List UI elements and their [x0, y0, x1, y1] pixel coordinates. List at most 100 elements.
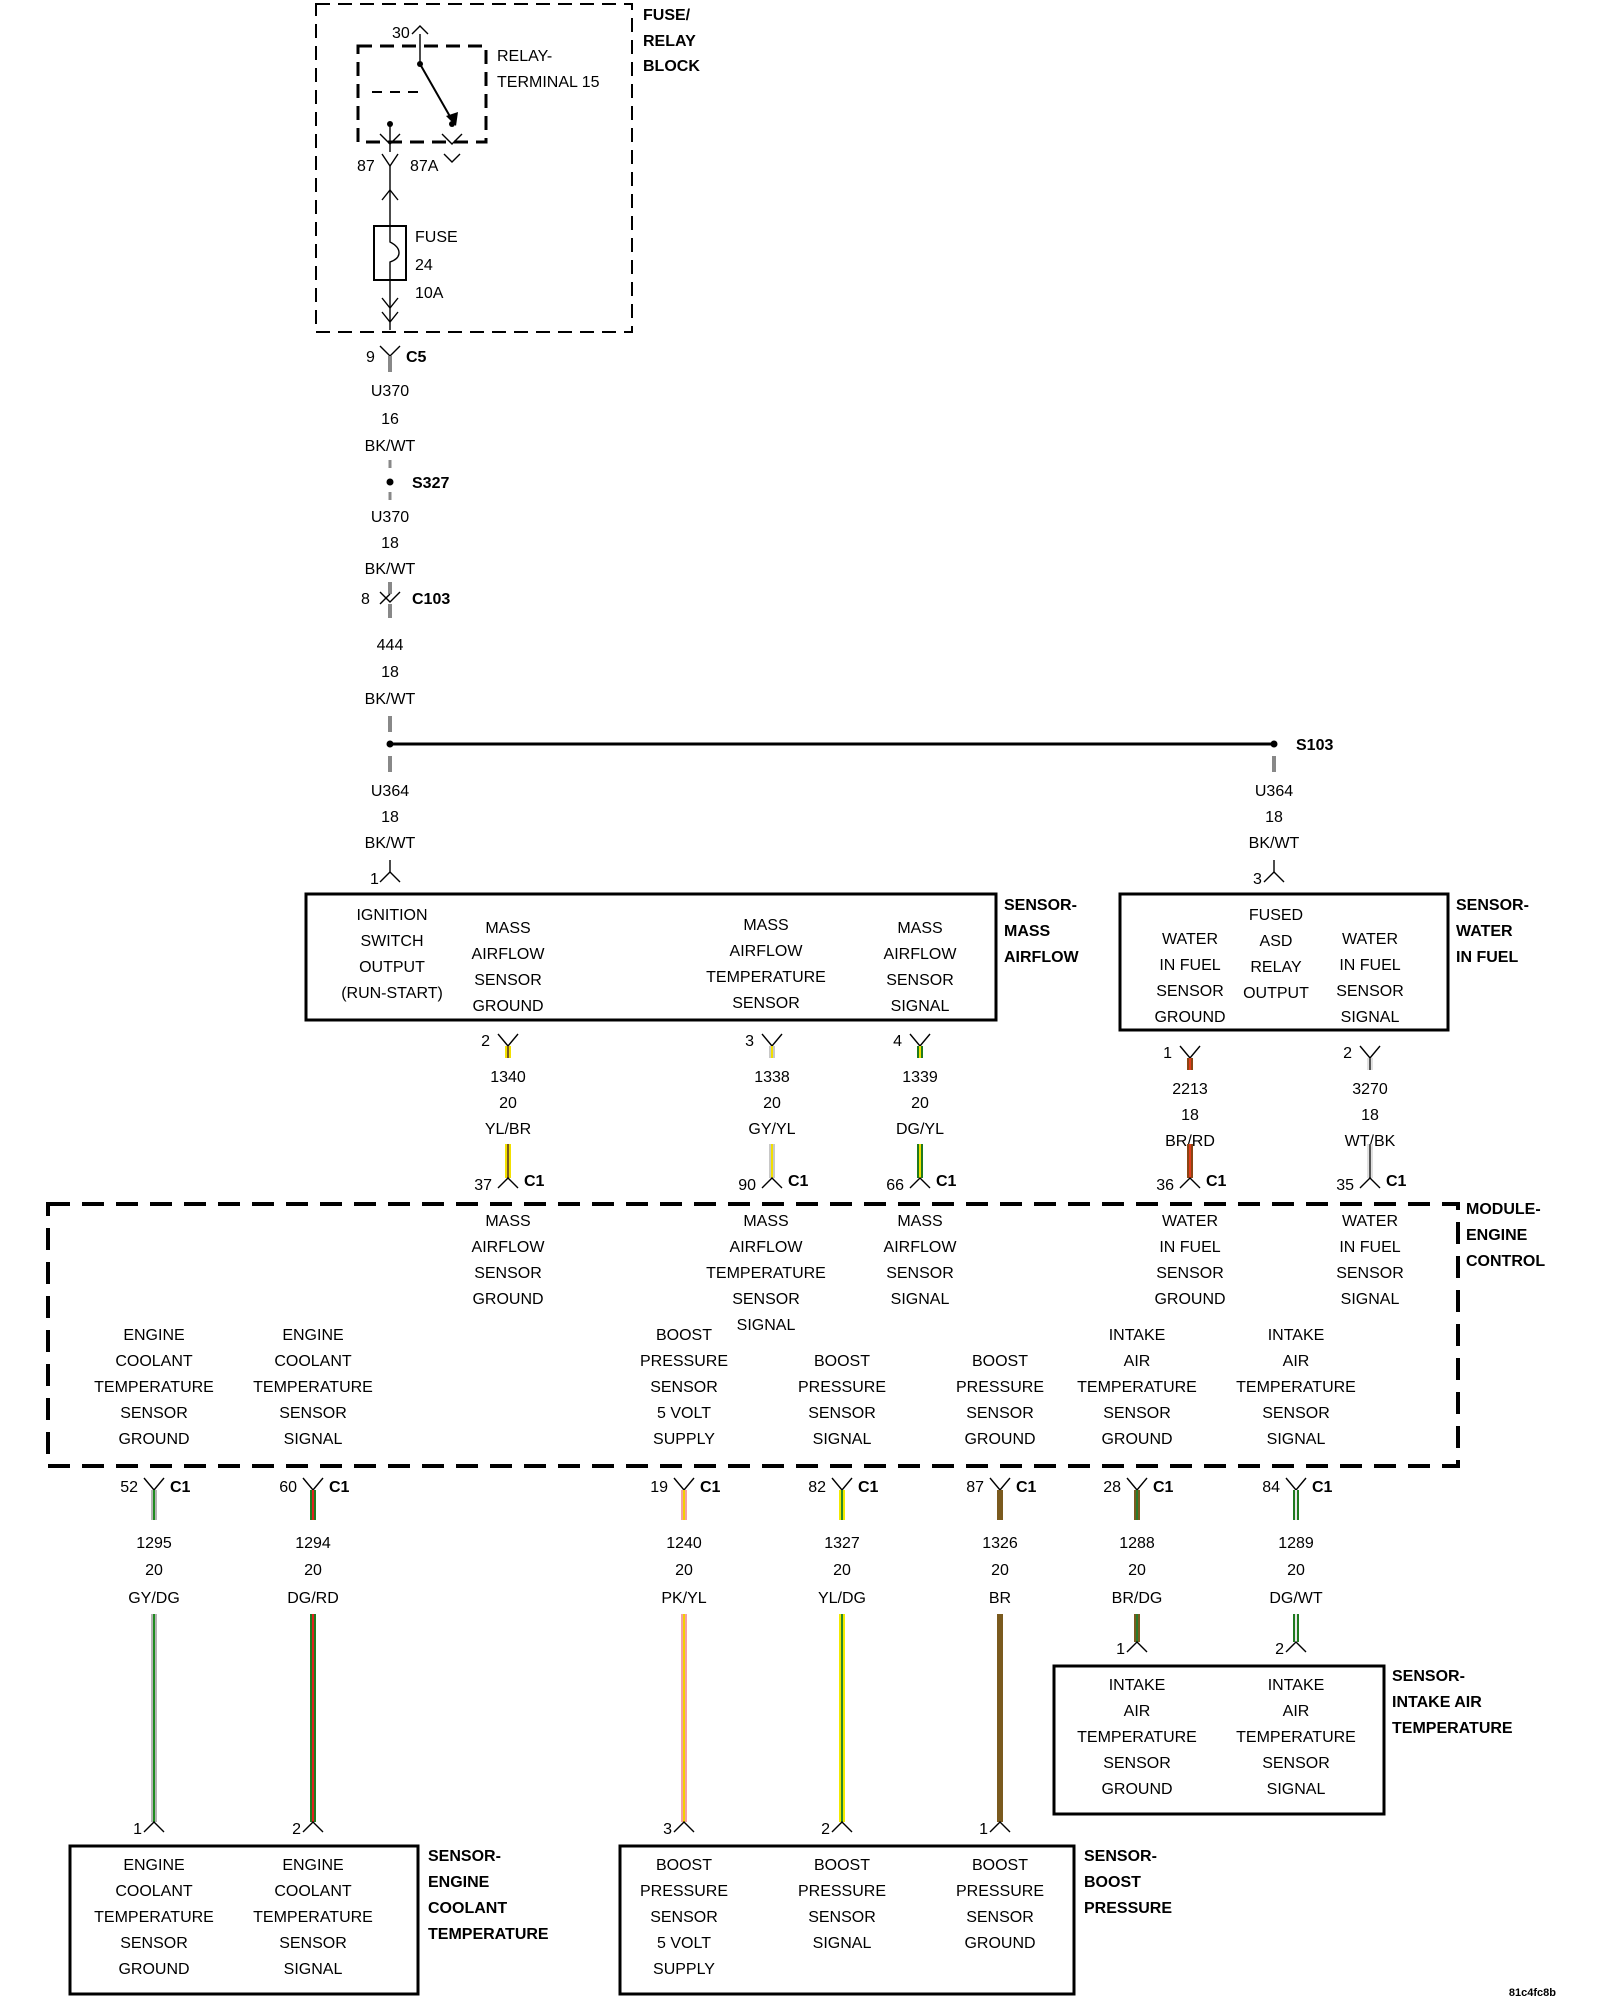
upper-wire-3-sensor-pin: 4 — [893, 1033, 902, 1050]
wire-u364-left-gauge: 18 — [381, 809, 399, 826]
upper-wire-1-ecm-pin: 37 — [474, 1177, 492, 1194]
sensor-maf-title-line-3: AIRFLOW — [1004, 949, 1080, 966]
wif-label-2-line-2: ASD — [1260, 933, 1293, 950]
wire-u370-b-gauge: 18 — [381, 535, 399, 552]
relay-label-2: TERMINAL 15 — [497, 74, 600, 91]
relay-label-1: RELAY- — [497, 48, 552, 65]
sensor-iat-box — [1052, 1664, 1386, 1816]
upper-wire-4-color: BR/RD — [1165, 1133, 1215, 1150]
maf-label-1-line-1: IGNITION — [356, 907, 427, 924]
maf-label-2-line-1: MASS — [485, 920, 530, 937]
ecm-lower-label-4-line-3: SENSOR — [808, 1405, 876, 1422]
ecm-lower-label-2-line-2: COOLANT — [274, 1353, 352, 1370]
ect-label-2-line-2: COOLANT — [274, 1883, 352, 1900]
ecm-lower-label-5-line-3: SENSOR — [966, 1405, 1034, 1422]
lower-wire-7-ecm-pin: 84 — [1262, 1479, 1280, 1496]
ect-label-1-line-1: ENGINE — [123, 1857, 184, 1874]
boost-label-1-line-1: BOOST — [656, 1857, 712, 1874]
lower-wire-3-circuit: 1240 — [666, 1535, 702, 1552]
wif-label-1-line-2: IN FUEL — [1159, 957, 1220, 974]
upper-wire-5-color: WT/BK — [1345, 1133, 1396, 1150]
boost-label-1-line-2: PRESSURE — [640, 1883, 728, 1900]
maf-pin1-label: 1 — [370, 871, 379, 888]
lower-wire-6-sensor-connector — [1126, 1641, 1148, 1653]
connector-c5-symbol — [379, 345, 401, 357]
connector-c103-symbol — [379, 591, 401, 603]
ect-label-2-line-4: SENSOR — [279, 1935, 347, 1952]
ect-label-1-line-5: GROUND — [118, 1961, 189, 1978]
relay-87a-terminal — [441, 133, 463, 145]
lower-wire-5-sensor-connector — [989, 1821, 1011, 1833]
lower-wire-5-color: BR — [989, 1590, 1011, 1607]
ecm-lower-label-3-line-3: SENSOR — [650, 1379, 718, 1396]
fuse-label-3: 10A — [415, 285, 444, 302]
iat-label-2-line-2: AIR — [1283, 1703, 1310, 1720]
wire-444-color: BK/WT — [365, 691, 416, 708]
lower-wire-2-ecm-pin: 60 — [279, 1479, 297, 1496]
upper-wire-4-sensor-pin: 1 — [1163, 1045, 1172, 1062]
ecm-lower-label-2-line-5: SIGNAL — [284, 1431, 343, 1448]
lower-wire-3-color: PK/YL — [661, 1590, 706, 1607]
upper-wire-2-ecm-connector — [761, 1177, 783, 1189]
relay-switch-arm — [419, 63, 453, 121]
wif-label-3-line-3: SENSOR — [1336, 983, 1404, 1000]
lower-wire-3-ecm-connector-label: C1 — [700, 1479, 721, 1496]
upper-wire-1-circuit: 1340 — [490, 1069, 526, 1086]
upper-wire-2-ecm-pin: 90 — [738, 1177, 756, 1194]
relay-87a-contact — [449, 121, 455, 127]
boost-label-3-line-1: BOOST — [972, 1857, 1028, 1874]
sensor-ect-title-line-4: TEMPERATURE — [428, 1926, 549, 1943]
sensor-wif-box — [1118, 892, 1450, 1032]
sensor-iat-title-line-3: TEMPERATURE — [1392, 1720, 1513, 1737]
lower-wire-6-ecm-connector — [1126, 1477, 1148, 1492]
ect-label-1-line-3: TEMPERATURE — [94, 1909, 214, 1926]
upper-wire-3-gauge: 20 — [911, 1095, 929, 1112]
wif-label-3-line-1: WATER — [1342, 931, 1398, 948]
ecm-upper-label-3-line-1: MASS — [897, 1213, 942, 1230]
lower-wire-5-ecm-pin: 87 — [966, 1479, 984, 1496]
maf-label-1-line-4: (RUN-START) — [341, 985, 443, 1002]
lower-wire-4-sensor-connector — [831, 1821, 853, 1833]
wire-u364-left-color: BK/WT — [365, 835, 416, 852]
lower-wire-6-sensor-pin: 1 — [1116, 1641, 1125, 1658]
ecm-lower-label-7-line-2: AIR — [1283, 1353, 1310, 1370]
upper-wire-3-sensor-connector — [909, 1033, 931, 1048]
wire-444-gauge: 18 — [381, 664, 399, 681]
ecm-upper-label-1-line-2: AIRFLOW — [472, 1239, 546, 1256]
ecm-upper-label-5-line-1: WATER — [1342, 1213, 1398, 1230]
ecm-upper-label-2-line-3: TEMPERATURE — [706, 1265, 826, 1282]
sensor-ect-title-line-1: SENSOR- — [428, 1848, 501, 1865]
upper-wire-2-sensor-pin: 3 — [745, 1033, 754, 1050]
fuse-output-arrow-2 — [381, 311, 399, 324]
lower-wire-2-circuit: 1294 — [295, 1535, 331, 1552]
lower-wire-1-sensor-connector — [143, 1821, 165, 1833]
iat-label-2-line-5: SIGNAL — [1267, 1781, 1326, 1798]
sensor-maf-title-line-1: SENSOR- — [1004, 897, 1077, 914]
iat-label-1-line-2: AIR — [1124, 1703, 1151, 1720]
maf-label-4-line-4: SIGNAL — [891, 998, 950, 1015]
lower-wire-6-gauge: 20 — [1128, 1562, 1146, 1579]
boost-label-3-line-3: SENSOR — [966, 1909, 1034, 1926]
wif-pin3-label: 3 — [1253, 871, 1262, 888]
lower-wire-2-color: DG/RD — [287, 1590, 339, 1607]
lower-wire-3-gauge: 20 — [675, 1562, 693, 1579]
lower-wire-3-sensor-pin: 3 — [663, 1821, 672, 1838]
wif-label-3-line-2: IN FUEL — [1339, 957, 1400, 974]
upper-wire-5-ecm-connector-label: C1 — [1386, 1173, 1407, 1190]
ecm-upper-label-5-line-3: SENSOR — [1336, 1265, 1404, 1282]
sensor-boost-title-line-3: PRESSURE — [1084, 1900, 1172, 1917]
maf-label-4-line-1: MASS — [897, 920, 942, 937]
lower-wire-4-color: YL/DG — [818, 1590, 866, 1607]
lower-wire-5-sensor-pin: 1 — [979, 1821, 988, 1838]
splice-s103-dot — [1270, 740, 1278, 748]
ecm-lower-label-3-line-5: SUPPLY — [653, 1431, 715, 1448]
ect-label-1-line-4: SENSOR — [120, 1935, 188, 1952]
fuse-relay-block-title-1: FUSE/ — [643, 7, 691, 24]
fuse-label-2: 24 — [415, 257, 433, 274]
upper-wire-1-sensor-pin: 2 — [481, 1033, 490, 1050]
lower-wire-2-ecm-connector — [302, 1477, 324, 1492]
lower-wire-5-ecm-connector — [989, 1477, 1011, 1492]
ecm-lower-label-1-line-4: SENSOR — [120, 1405, 188, 1422]
